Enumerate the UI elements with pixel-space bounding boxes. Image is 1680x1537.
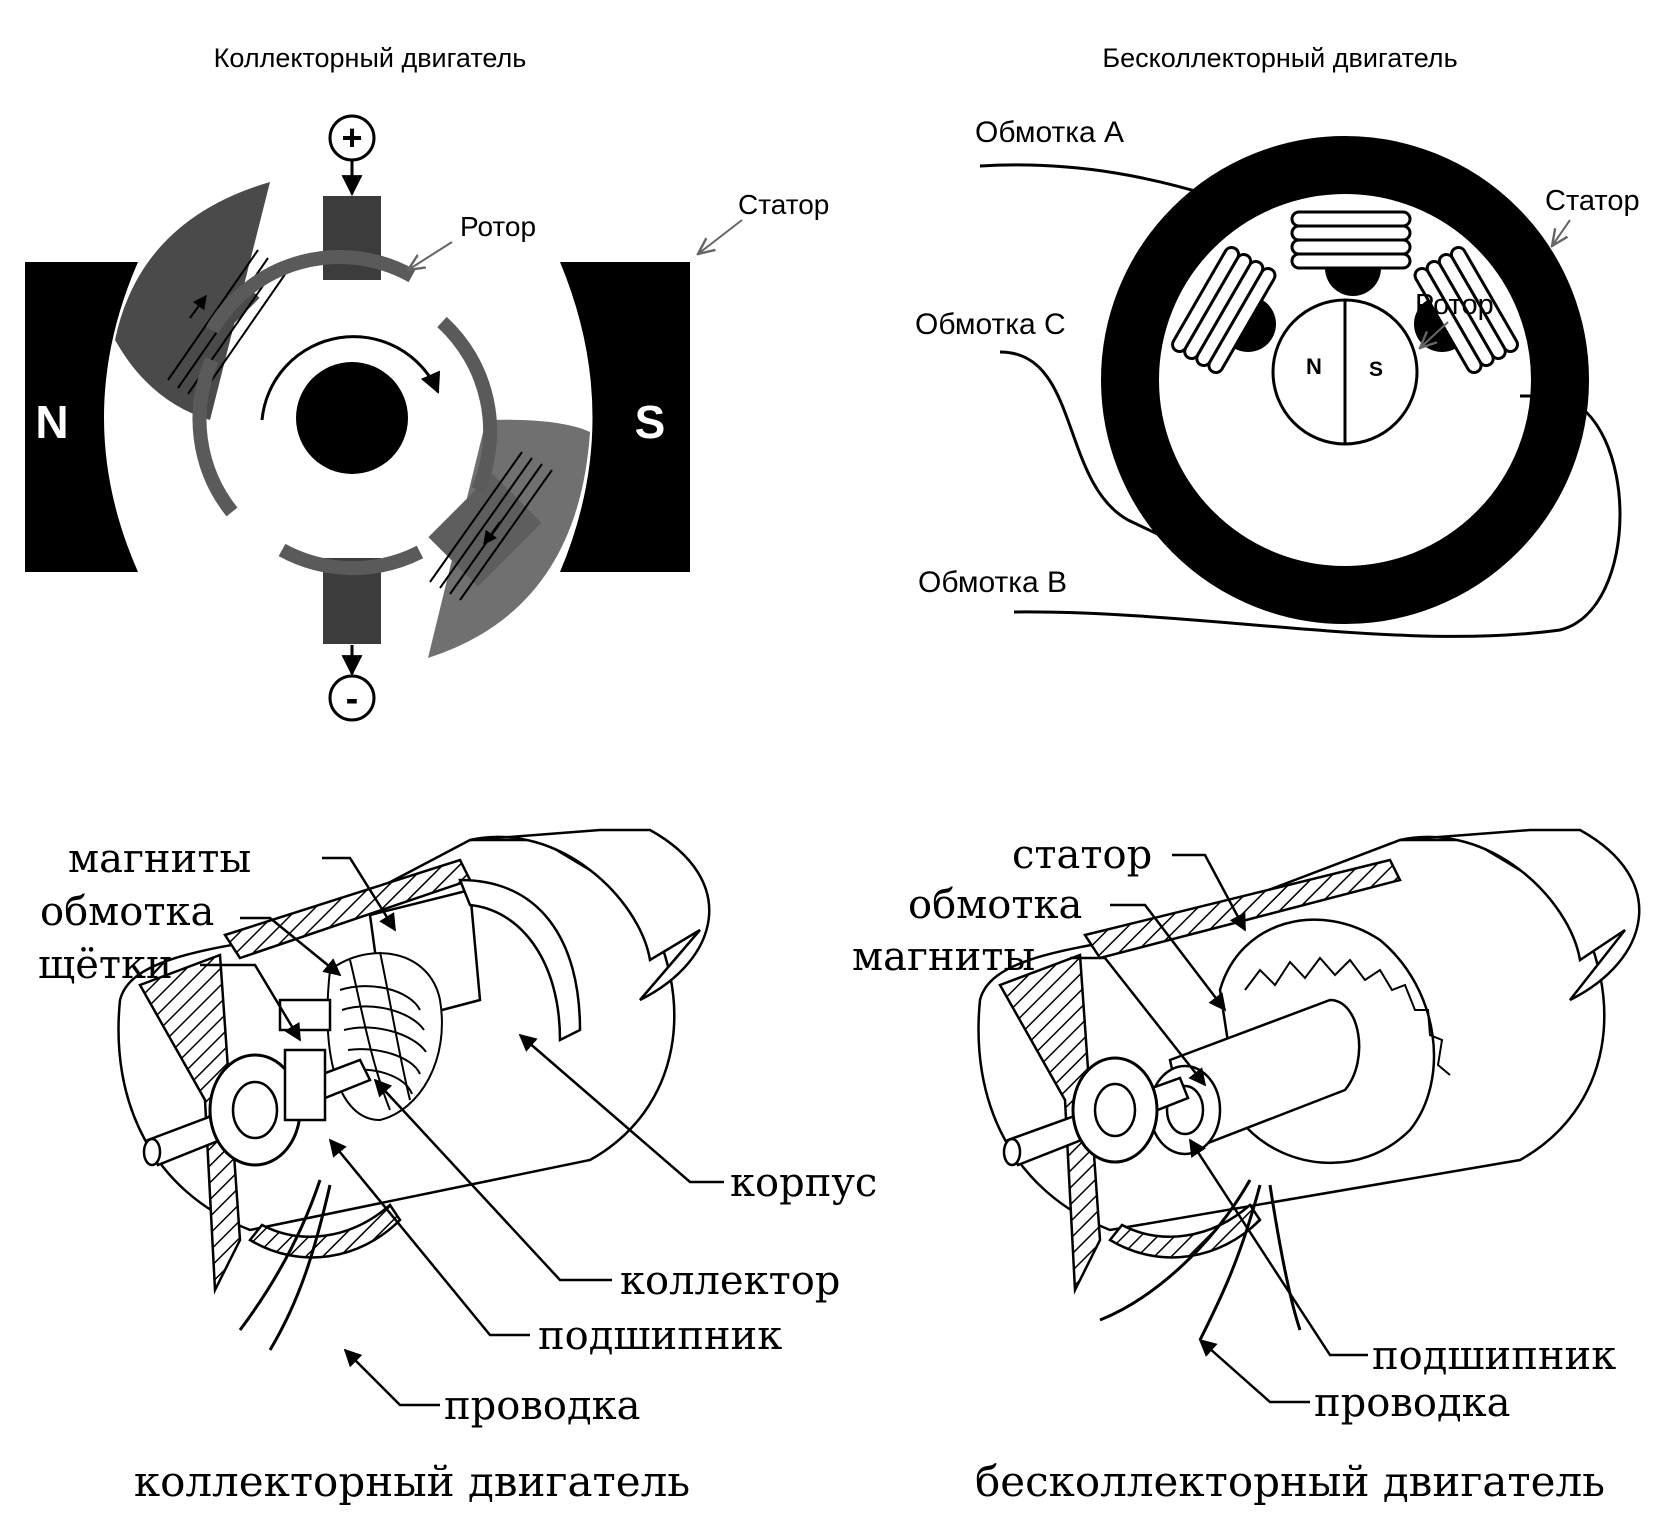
stator-ring [1101,136,1589,624]
stator-label: Статор [738,189,829,220]
rotor-shaft [296,362,408,474]
coil-lower-right [429,451,553,601]
terminal-minus-label: - [346,678,359,720]
wiring [238,1179,332,1351]
brush-block [283,1048,327,1122]
magnet-arc [458,878,582,1043]
winding-a-label: Обмотка A [975,116,1124,149]
label-commutator: коллектор [620,1258,840,1304]
brushless-motor-title: Бесколлекторный двигатель [1102,43,1457,73]
leader-lines-right [1070,853,1368,1404]
brushed-cutaway-labels: магниты обмотка щётки корпус коллектор п… [38,836,877,1506]
label-housing: корпус [730,1160,877,1206]
rotor-label-right: Ротор [1415,289,1494,321]
housing-endcap [138,953,242,1295]
stator-coil-c [1171,245,1277,375]
label-bearing-cutaway: подшипник [1372,1333,1616,1379]
label-stator-cutaway: статор [1012,832,1152,878]
terminal-plus-label: + [341,117,362,158]
brushed-motor-cutaway [117,828,724,1407]
stator-magnet-south [560,262,690,572]
pole-s-label: S [635,396,666,448]
leader-lines [200,856,724,1407]
lead-winding-c [999,350,1171,542]
caption-brushless: бесколлекторный двигатель [975,1457,1605,1506]
stator-coil-a [1290,210,1412,296]
label-brushes: щётки [38,942,173,988]
label-magnets-cutaway: магниты [852,934,1035,980]
lead-winding-a [979,163,1213,198]
housing-wall-bottom [248,1203,402,1259]
bearing-inner [231,1080,279,1140]
label-wiring-cutaway: проводка [1314,1380,1510,1426]
stator-magnet-north [25,262,138,572]
lead-winding-b [1013,394,1622,638]
housing-wall-bottom-right [1108,1203,1262,1259]
rotation-arrow [260,335,441,421]
brushed-motor-title: Коллекторный двигатель [214,43,527,73]
rotor-label: Ротор [460,211,536,242]
stator-label-right: Статор [1545,185,1640,217]
caption-brushed: коллекторный двигатель [134,1457,690,1506]
housing-endcap-right [998,953,1102,1295]
shaft-end-right [1002,1137,1022,1167]
winding-c-label: Обмотка C [915,308,1066,341]
commutator-ring [192,250,498,576]
rotor-pointer-right [1420,321,1449,348]
label-bearing: подшипник [538,1313,782,1359]
wiring-right [1099,1179,1302,1341]
stator-pointer-right [1552,219,1571,246]
brushless-motor-cutaway [977,828,1641,1404]
label-winding: обмотка [40,889,214,935]
brushed-motor-schematic: Коллекторный двигатель N S [25,43,829,722]
rotor-pole-s: S [1369,358,1383,381]
label-winding-cutaway: обмотка [908,882,1082,928]
stator-pointer [698,219,743,254]
rotor-pole-n: N [1306,354,1322,379]
brushless-motor-schematic: Бесколлекторный двигатель [915,43,1640,638]
housing-back-shell-right [1399,828,1641,1002]
shaft-end [142,1137,162,1167]
winding-b-label: Обмотка B [918,566,1067,599]
pole-n-label: N [35,396,68,448]
housing-back-shell [469,828,711,1002]
label-magnets: магниты [68,836,251,882]
bearing-inner-right [1093,1082,1137,1138]
brush-holder [278,998,332,1032]
housing-wall-top-right [1082,858,1402,960]
rotor-pointer [408,241,453,270]
brushless-cutaway-labels: статор обмотка магниты подшипник проводк… [852,832,1616,1506]
label-wiring: проводка [444,1383,640,1429]
